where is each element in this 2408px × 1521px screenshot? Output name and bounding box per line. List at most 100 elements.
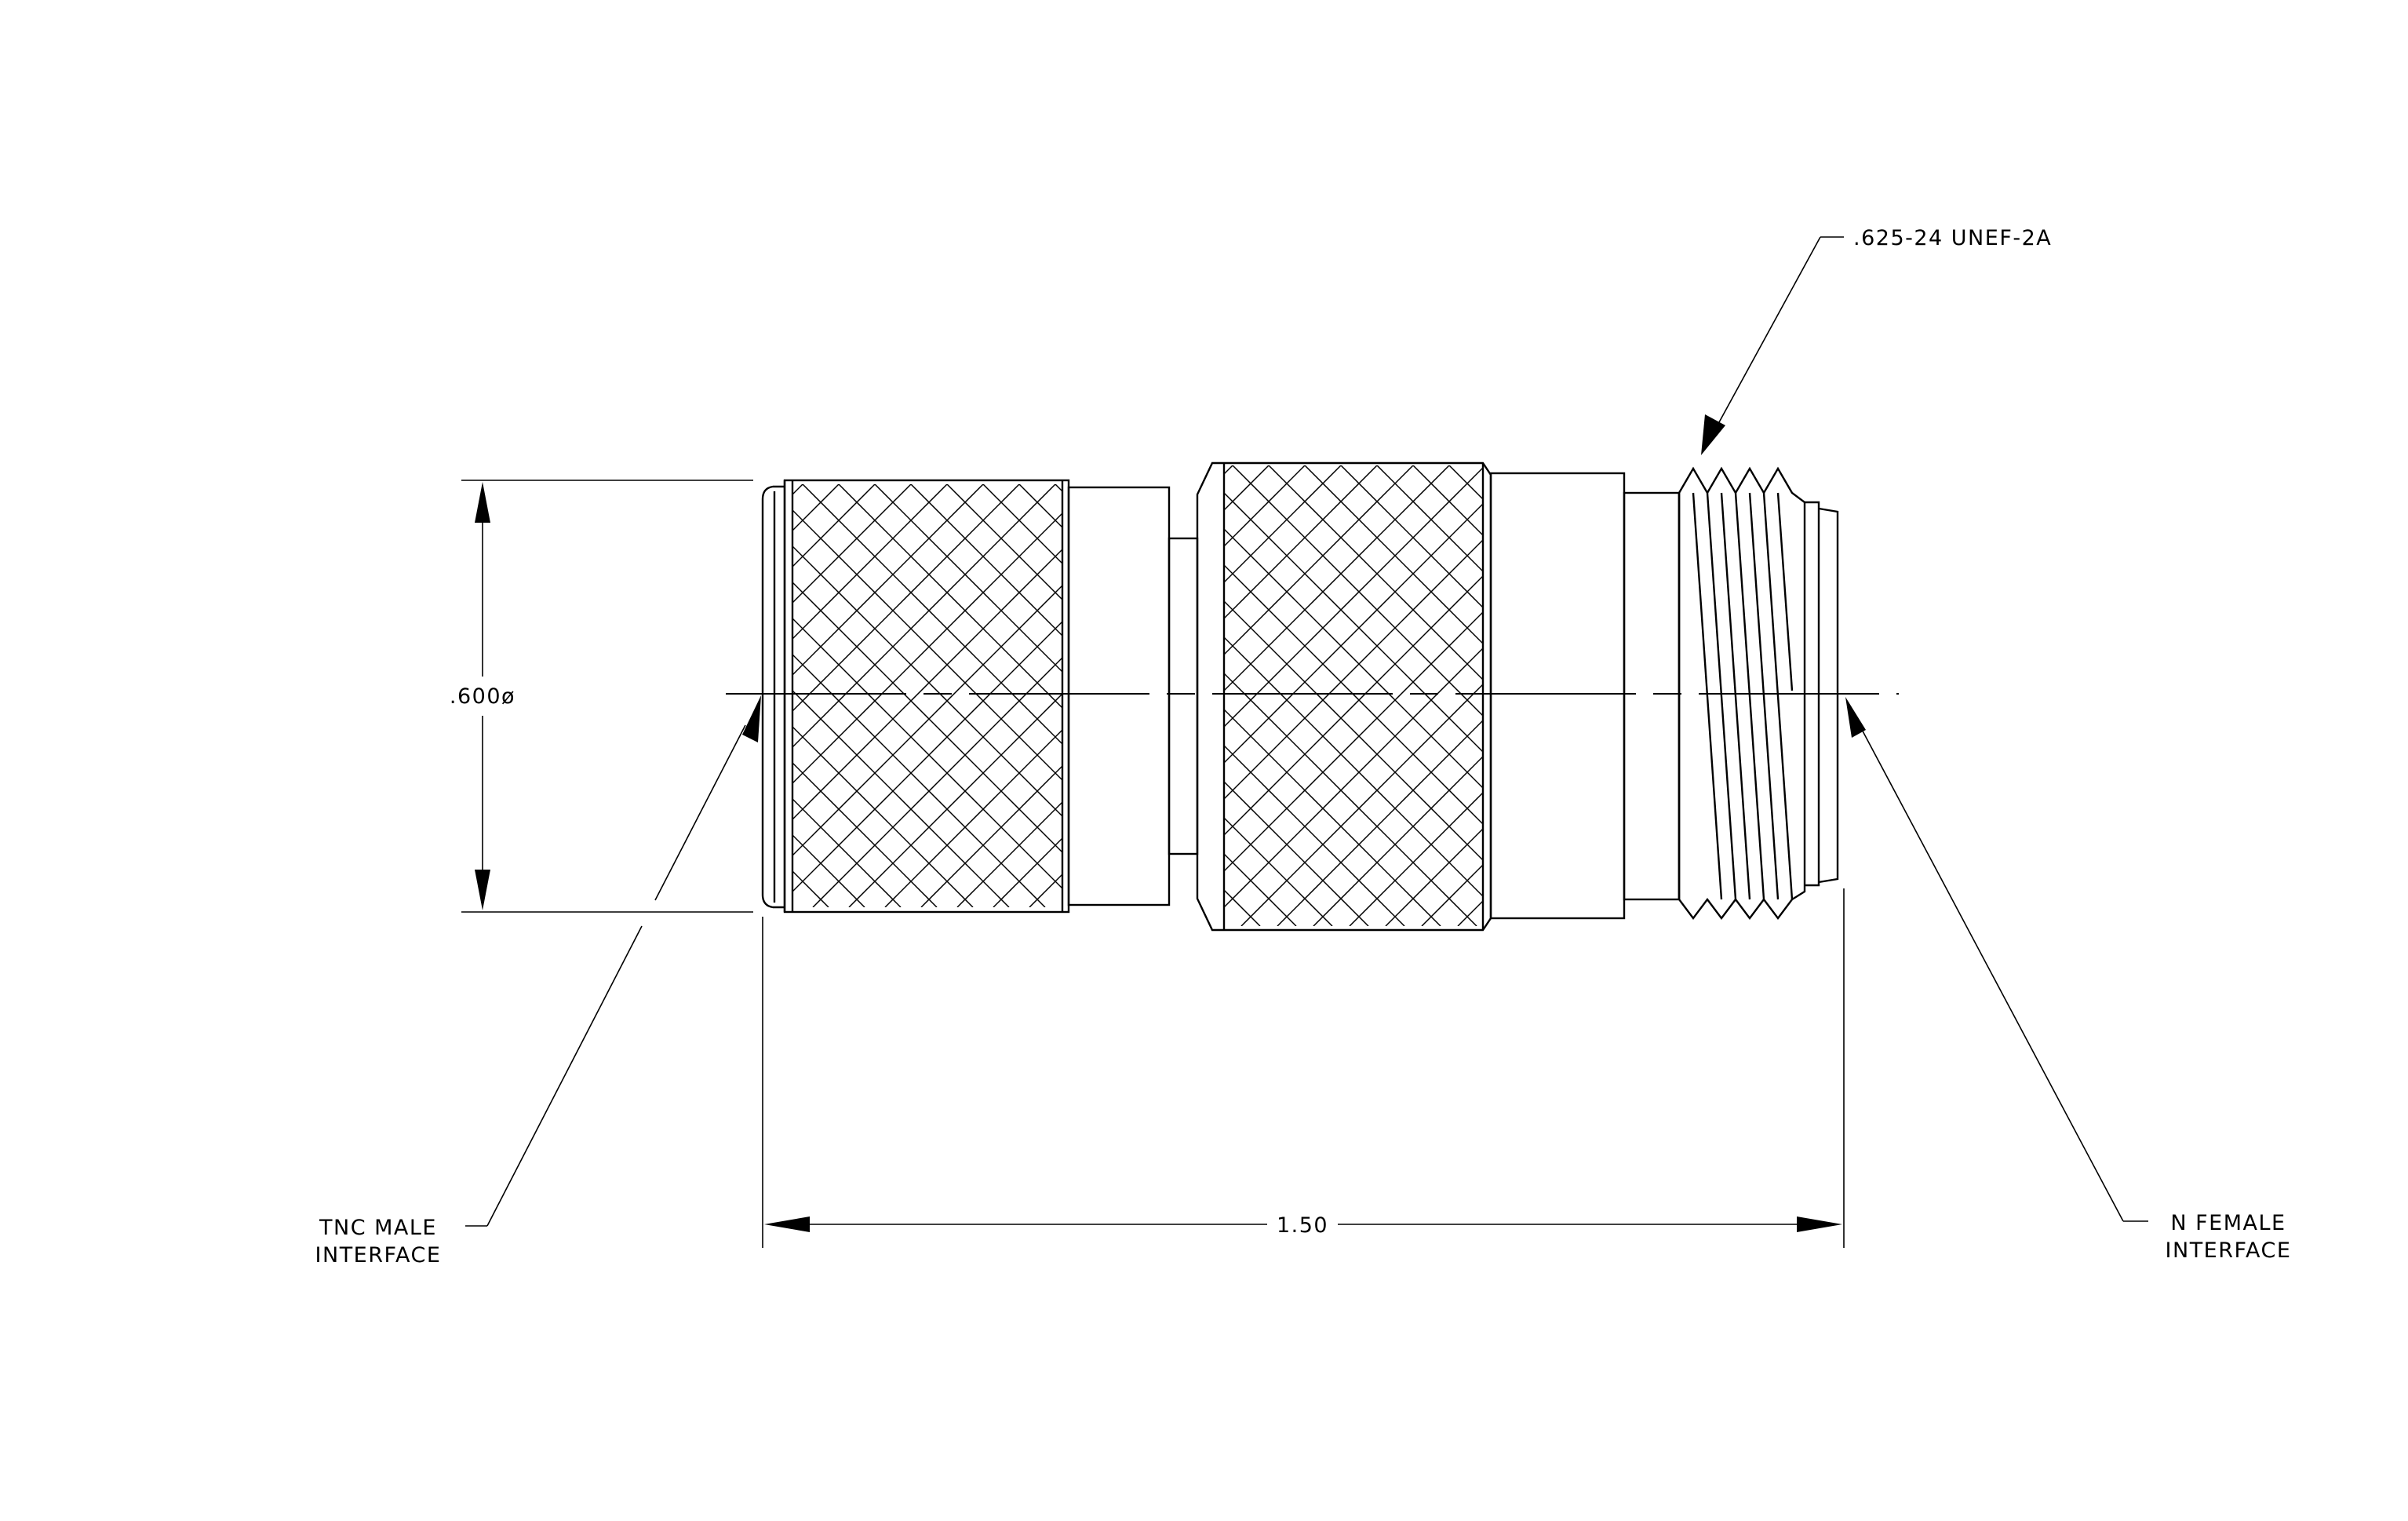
knurl-line <box>664 465 1124 926</box>
length-label: 1.50 <box>1277 1213 1328 1238</box>
knurl-line <box>1349 791 1483 926</box>
knurl-line <box>1224 744 1405 926</box>
knurl-line <box>1224 538 1483 801</box>
knurl-line <box>235 484 658 907</box>
knurl-line <box>1702 465 2162 926</box>
knurl-line <box>1224 647 1483 909</box>
knurl-line <box>1224 611 1483 873</box>
length-dimension: 1.50 <box>762 888 1845 1248</box>
tnc-interface-callout: TNC MALE INTERFACE <box>315 695 761 1268</box>
knurl-line <box>1232 465 1483 717</box>
knurl-line <box>802 484 1062 746</box>
diameter-dimension: .600ø <box>450 480 753 913</box>
knurl-line <box>1240 683 1483 926</box>
thread-spec-label: .625-24 UNEF-2A <box>1853 226 2052 250</box>
knurl-line <box>792 512 1062 785</box>
knurl-line <box>483 465 944 926</box>
n-knurled-body <box>303 461 2235 932</box>
knurl-line <box>199 484 622 907</box>
knurl-line <box>1304 465 1483 645</box>
tnc-knurled-nut <box>0 479 1875 914</box>
knurl-line <box>792 545 1062 818</box>
knurl-line <box>792 761 938 907</box>
knurl-line <box>792 653 1046 907</box>
knurl-line <box>1452 484 1875 907</box>
knurl-line <box>1224 466 1483 728</box>
diameter-label: .600ø <box>450 684 515 709</box>
knurl-line <box>1485 465 1946 926</box>
knurl-line <box>1224 888 1261 926</box>
n-threaded-section <box>1678 466 1806 920</box>
knurl-line <box>375 465 836 926</box>
knurl-line <box>1018 484 1062 529</box>
knurl-line <box>1376 465 1483 573</box>
knurl-line <box>792 725 974 907</box>
knurl-line <box>1557 465 2018 926</box>
knurl-line <box>1774 465 2235 926</box>
knurl-line <box>19 484 442 907</box>
knurl-line <box>344 484 767 907</box>
knurl-line <box>792 797 902 907</box>
knurl-line <box>792 689 1010 907</box>
knurl-line <box>1127 484 1550 907</box>
knurl-line <box>1457 899 1483 926</box>
knurl-line <box>1164 484 1587 907</box>
knurl-line <box>812 656 1062 907</box>
tnc-interface-label-1: TNC MALE <box>319 1216 437 1240</box>
tnc-front-lip <box>761 480 786 912</box>
knurl-line <box>700 465 1160 926</box>
knurl-line <box>1224 708 1441 926</box>
knurl-line <box>736 465 1197 926</box>
n-interface-label-2: INTERFACE <box>2166 1238 2292 1263</box>
knurl-line <box>1224 465 1270 512</box>
knurl-line <box>55 484 478 907</box>
knurl-line <box>1340 465 1483 609</box>
knurl-line <box>884 728 1062 907</box>
knurl-line <box>1224 465 1306 548</box>
knurl-line <box>1224 465 1342 584</box>
knurl-line <box>792 484 984 677</box>
knurl-line <box>993 837 1062 907</box>
knurl-line <box>874 484 1062 673</box>
knurl-line <box>792 906 793 907</box>
knurl-line <box>308 484 730 907</box>
knurl-line <box>792 484 876 568</box>
knurl-line <box>1224 465 1233 476</box>
knurl-line <box>163 484 586 907</box>
knurl-line <box>792 833 865 907</box>
knurl-line <box>0 484 406 907</box>
knurl-line <box>1224 780 1369 926</box>
knurl-line <box>1224 852 1297 926</box>
knurl-line <box>1224 600 1483 862</box>
knurl-line <box>792 548 1062 821</box>
knurl-line <box>792 581 1062 854</box>
knurl-line <box>1224 502 1483 764</box>
knurl-line <box>792 584 1062 857</box>
knurl-line <box>1224 564 1483 826</box>
knurl-line <box>1344 484 1767 907</box>
knurl-line <box>982 484 1062 565</box>
knurl-line <box>1224 672 1477 926</box>
knurl-line <box>1224 816 1333 926</box>
knurl-line <box>1224 465 1414 656</box>
knurl-line <box>1055 484 1062 493</box>
tnc-interface-label-2: INTERFACE <box>315 1243 442 1268</box>
knurl-line <box>519 465 980 926</box>
knurl-line <box>1224 491 1483 753</box>
knurl-line <box>1224 574 1483 837</box>
knurl-line <box>792 484 1056 749</box>
knurl-line <box>303 465 763 926</box>
knurl-line <box>1268 465 1483 681</box>
knurl-line <box>1224 465 1378 620</box>
knurl-line <box>1594 465 2054 926</box>
knurl-line <box>946 484 1062 601</box>
knurl-line <box>339 465 800 926</box>
knurl-line <box>1630 465 2090 926</box>
knurl-line <box>792 484 803 496</box>
knurl-line <box>628 465 1088 926</box>
knurl-line <box>1236 484 1659 907</box>
knurl-line <box>1224 527 1483 790</box>
knurl-line <box>1308 484 1731 907</box>
knurl-line <box>848 692 1062 907</box>
